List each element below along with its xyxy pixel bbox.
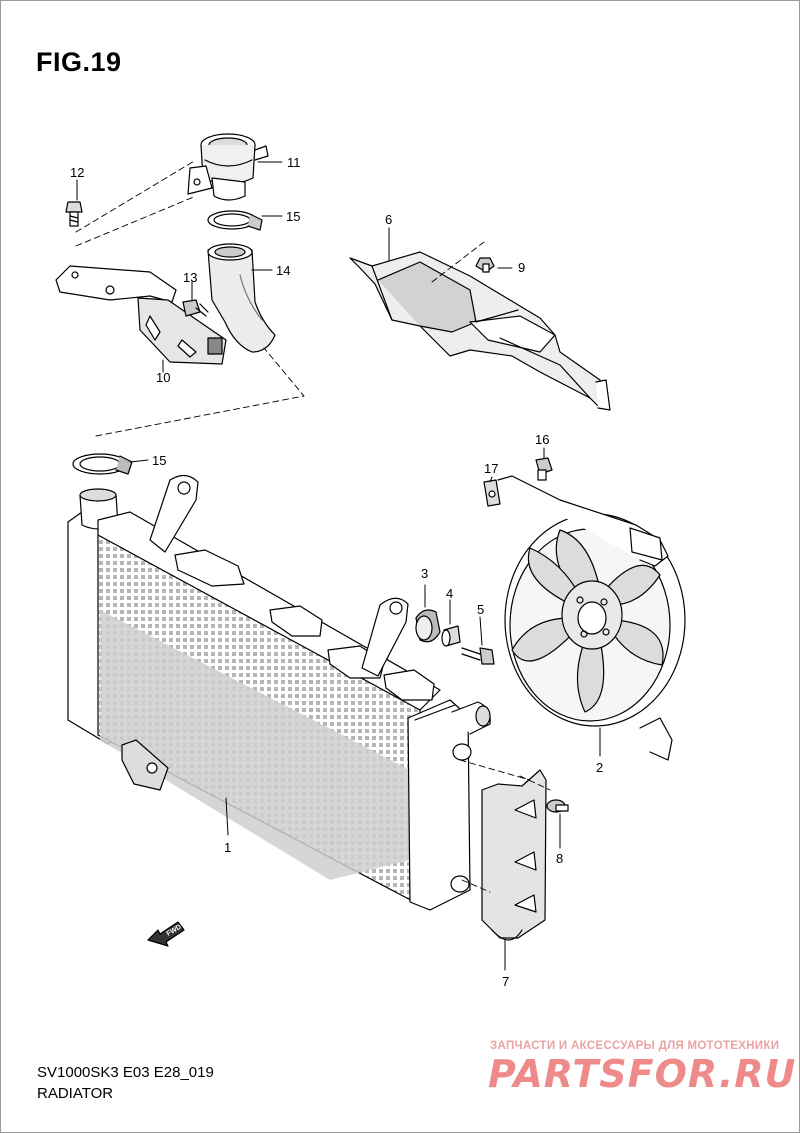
bracket-part-10 [55, 265, 227, 365]
callout-6: 6 [385, 212, 392, 227]
radiator-hose-part-14 [207, 243, 276, 353]
callout-12: 12 [70, 165, 84, 180]
cover-part-6 [349, 251, 611, 411]
callout-1: 1 [224, 840, 231, 855]
nut-clip-part-17 [483, 479, 501, 507]
watermark-tagline: ЗАПЧАСТИ И АКСЕССУАРЫ ДЛЯ МОТОТЕХНИКИ [490, 1040, 780, 1052]
watermark-logo: PARTSFOR.RU [488, 1052, 797, 1096]
section-title: RADIATOR [37, 1085, 114, 1102]
callout-3: 3 [421, 566, 428, 581]
collar-part-4 [441, 625, 461, 647]
callout-2: 2 [596, 760, 603, 775]
grommet-part-3 [415, 609, 441, 643]
hose-clamp-part-15-upper [207, 210, 263, 231]
leader-lines [76, 161, 601, 971]
fan-assembly-part-2 [497, 475, 686, 761]
callout-16: 16 [535, 432, 549, 447]
inlet-fitting-part-11 [187, 133, 269, 201]
dashed-assembly-lines [75, 159, 551, 893]
callout-17: 17 [484, 461, 498, 476]
fwd-arrow-icon: FWD [147, 921, 185, 947]
callout-13: 13 [183, 270, 197, 285]
screw-part-9 [475, 257, 495, 273]
bolt-part-13 [182, 299, 209, 317]
callout-4: 4 [446, 586, 453, 601]
bolt-part-5 [461, 647, 495, 665]
hose-clamp-part-15-lower [72, 453, 133, 475]
radiator-part-1 [67, 474, 491, 911]
screw-part-8 [546, 799, 569, 813]
callout-15-upper: 15 [286, 209, 300, 224]
callout-15-lower: 15 [152, 453, 166, 468]
callout-9: 9 [518, 260, 525, 275]
bolt-part-16 [535, 457, 553, 481]
callout-5: 5 [477, 602, 484, 617]
side-cover-part-7 [481, 769, 547, 941]
figure-title: FIG.19 [36, 47, 122, 77]
callout-10: 10 [156, 370, 170, 385]
callout-7: 7 [502, 974, 509, 989]
callout-14: 14 [276, 263, 290, 278]
callout-numbers: 1 2 3 4 5 6 7 8 9 10 11 12 13 14 15 15 1… [70, 155, 603, 989]
callout-11: 11 [287, 155, 301, 170]
callout-8: 8 [556, 851, 563, 866]
bolt-part-12 [65, 201, 83, 227]
model-code: SV1000SK3 E03 E28_019 [37, 1064, 214, 1081]
